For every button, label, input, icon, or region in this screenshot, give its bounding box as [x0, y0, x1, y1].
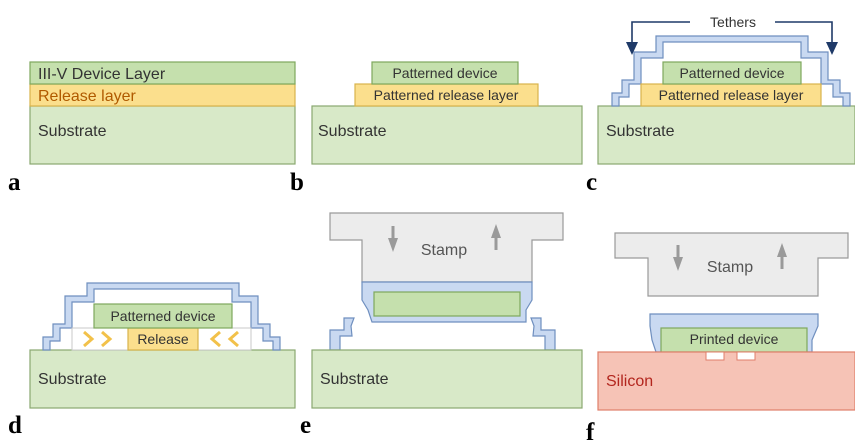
panel-b-letter: b — [290, 169, 304, 196]
panel-f-contact-pad — [705, 351, 725, 361]
panel-d-release-label: Release — [137, 331, 189, 347]
panel-c: Patterned device Patterned release layer… — [586, 14, 855, 196]
panel-d: Patterned device Release Substrate d — [8, 282, 296, 439]
panel-f-silicon-label: Silicon — [606, 373, 653, 390]
panel-b-device — [371, 61, 519, 85]
arrow-down-icon — [826, 42, 838, 55]
panel-a-substrate — [29, 105, 296, 165]
arrow-up-icon — [777, 243, 787, 257]
panel-b-substrate-label: Substrate — [318, 123, 387, 140]
panel-d-substrate — [29, 349, 296, 409]
panel-c-release-label: Patterned release layer — [659, 87, 804, 103]
arrow-down-icon — [626, 42, 638, 55]
panel-c-substrate-label: Substrate — [606, 123, 675, 140]
panel-d-tether — [42, 282, 281, 351]
arrow-up-icon — [491, 224, 501, 238]
panel-e-substrate-label: Substrate — [320, 371, 389, 388]
panel-d-device-label: Patterned device — [110, 308, 215, 324]
arrow-shaft — [494, 237, 498, 250]
panel-c-device — [662, 61, 802, 85]
arrow-shaft — [780, 256, 784, 269]
panel-b-release-label: Patterned release layer — [374, 87, 519, 103]
panel-a-device-layer — [29, 61, 296, 85]
panel-c-tether-arrow-right — [775, 21, 833, 44]
chevron-left-icon — [209, 330, 221, 348]
panel-f-letter: f — [586, 419, 595, 443]
panel-c-device-label: Patterned device — [679, 65, 784, 81]
panel-e-device — [373, 291, 521, 317]
arrow-down-icon — [388, 238, 398, 252]
panel-c-tether — [611, 35, 851, 107]
panel-e-substrate — [311, 349, 583, 409]
panel-b-substrate — [311, 105, 583, 165]
panel-c-substrate — [597, 105, 855, 165]
arrow-shaft — [676, 245, 680, 258]
panel-f-stamp-label: Stamp — [707, 259, 753, 276]
panel-e-stamp-label: Stamp — [421, 242, 467, 259]
panel-b-device-label: Patterned device — [392, 65, 497, 81]
panel-f-stamp — [614, 232, 849, 297]
arrow-down-icon — [673, 257, 683, 271]
panel-a-release-layer-label: Release layer — [38, 88, 137, 105]
panel-e-tether-anchor-right — [530, 317, 556, 351]
chevron-right-icon — [101, 330, 113, 348]
panel-f: Stamp Printed device Silicon f — [586, 232, 855, 443]
panel-d-letter: d — [8, 412, 22, 439]
panel-e-letter: e — [300, 412, 311, 439]
panel-e: Stamp Substrate e — [300, 212, 583, 439]
chevron-left-icon — [227, 330, 239, 348]
panel-a-letter: a — [8, 169, 21, 196]
panel-c-tether-arrow-left — [631, 21, 690, 44]
panel-f-contact-pad — [736, 351, 756, 361]
panel-d-substrate-label: Substrate — [38, 371, 107, 388]
panel-f-device-label: Printed device — [690, 331, 779, 347]
panel-a-device-layer-label: III-V Device Layer — [38, 66, 166, 83]
panel-c-tethers-label: Tethers — [710, 14, 756, 30]
arrow-shaft — [391, 226, 395, 239]
panel-f-device — [660, 327, 808, 353]
panel-a: III-V Device Layer Release layer Substra… — [8, 61, 296, 196]
panel-f-silicon — [597, 351, 855, 411]
panel-c-letter: c — [586, 169, 597, 196]
panel-a-substrate-label: Substrate — [38, 123, 107, 140]
panel-d-device — [93, 303, 233, 329]
panel-e-tether-anchor-left — [329, 317, 355, 351]
chevron-right-icon — [83, 330, 95, 348]
panel-b: Patterned device Patterned release layer… — [290, 61, 583, 196]
